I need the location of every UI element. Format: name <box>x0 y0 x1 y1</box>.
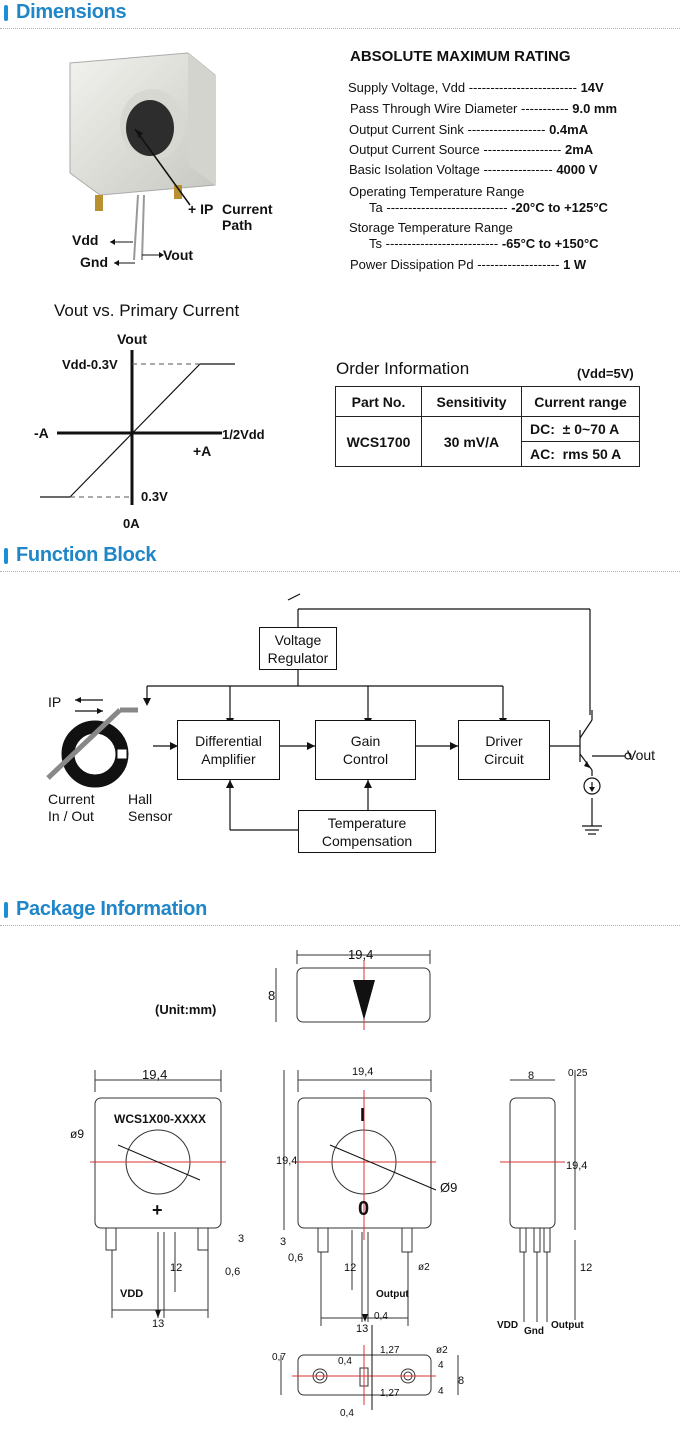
pkg-diameter-mid: Ø9 <box>440 1180 458 1195</box>
vout-output-label: Vout <box>627 747 656 763</box>
pkg-dim025: 0,25 <box>568 1068 588 1079</box>
ratings-title: ABSOLUTE MAXIMUM RATING <box>350 48 571 65</box>
sensor-photo <box>69 52 216 266</box>
ip-label: IP <box>48 694 62 710</box>
pkg-lead-length-side: 12 <box>580 1262 593 1274</box>
pkg-pin-diameter: ø2 <box>418 1262 430 1273</box>
vout-label: Vout <box>163 247 194 263</box>
rating-row: Supply Voltage, Vdd --------------------… <box>348 80 604 95</box>
pkg-vdd-label: VDD <box>120 1288 144 1300</box>
graph-vdd-label: Vdd-0.3V <box>62 357 118 372</box>
pkg-mark-o: 0 <box>358 1198 370 1220</box>
transfer-graph <box>40 350 235 505</box>
graph-vout-label: Vout <box>117 331 148 347</box>
pkg-dim3-left: 3 <box>238 1233 245 1245</box>
st-temp-row: Ts -------------------------- -65°C to +… <box>369 236 599 251</box>
st-temp-label: Storage Temperature Range <box>349 220 513 235</box>
section-header-dimensions: Dimensions <box>0 0 680 30</box>
order-vdd-note: (Vdd=5V) <box>577 366 634 381</box>
order-part: WCS1700 <box>335 416 422 467</box>
pkg-dim3-mid: 3 <box>280 1236 287 1248</box>
pkg-width-top: 19,4 <box>348 947 374 962</box>
section-header-package-information: Package Information <box>0 897 680 927</box>
pkg-height-mid: 19,4 <box>276 1155 298 1167</box>
pkg-side-gnd: Gnd <box>524 1326 544 1337</box>
graph-zero-label: 0A <box>123 516 140 531</box>
pkg-width-mid: 19,4 <box>352 1066 374 1078</box>
pkg-height-side: 19,4 <box>566 1160 588 1172</box>
graph-half-vdd: 1/2Vdd <box>222 427 265 442</box>
pkg-dim13-mid: 13 <box>356 1323 369 1335</box>
package-drawing <box>90 950 576 1410</box>
path-label: Path <box>222 217 253 233</box>
gnd-label: Gnd <box>80 254 108 270</box>
pkg-pin-diameter-bottom: ø2 <box>436 1345 448 1356</box>
order-header-range: Current range <box>521 386 640 417</box>
current-label: Current <box>222 201 273 217</box>
graph-min-label: 0.3V <box>141 489 168 504</box>
pkg-dim04-mid: 0,4 <box>374 1311 388 1322</box>
transfer-title: Vout vs. Primary Current <box>54 301 240 320</box>
pkg-depth-side: 8 <box>528 1070 535 1082</box>
op-temp-row: Ta ---------------------------- -20°C to… <box>369 200 608 215</box>
pkg-dim8-bottom: 8 <box>458 1375 465 1387</box>
pkg-dim4-a: 4 <box>438 1360 444 1371</box>
pkg-height-top: 8 <box>268 988 276 1003</box>
pkg-output-label: Output <box>376 1289 409 1300</box>
pkg-dim127-a: 1,27 <box>380 1345 400 1356</box>
rating-row: Pass Through Wire Diameter ----------- 9… <box>350 101 618 116</box>
order-sensitivity: 30 mV/A <box>421 416 522 467</box>
pkg-side-vdd: VDD <box>497 1320 519 1331</box>
pkg-dim06-mid: 0,6 <box>288 1252 304 1264</box>
unit-label: (Unit:mm) <box>155 1002 217 1017</box>
pkg-dim06-left: 0,6 <box>225 1266 241 1278</box>
rating-row: Basic Isolation Voltage ----------------… <box>349 162 598 177</box>
order-table: Part No. Sensitivity Current range WCS17… <box>335 386 640 467</box>
pkg-mark-plus: + <box>152 1200 163 1220</box>
pkg-marking: WCS1X00-XXXX <box>114 1112 207 1126</box>
pkg-lead-length-left: 12 <box>170 1262 183 1274</box>
power-row: Power Dissipation Pd -------------------… <box>350 257 587 272</box>
section-marker <box>4 5 8 21</box>
section-title: Package Information <box>16 898 208 920</box>
graph-neg-a: -A <box>34 425 49 441</box>
pkg-diameter-left: ø9 <box>70 1127 85 1141</box>
op-temp-label: Operating Temperature Range <box>349 184 525 199</box>
order-header-part: Part No. <box>335 386 422 417</box>
rating-row: Output Current Sink ------------------ 0… <box>349 122 589 137</box>
graph-pos-a: +A <box>193 443 212 459</box>
pkg-dim04-bottom-v: 0,4 <box>338 1356 352 1367</box>
section-title: Function Block <box>16 544 157 566</box>
pkg-dim04-bottom: 0,4 <box>340 1408 354 1419</box>
pkg-width-left: 19,4 <box>142 1067 168 1082</box>
section-title: Dimensions <box>16 1 127 23</box>
order-dc: DC: ± 0~70 A <box>521 416 640 442</box>
order-title: Order Information <box>336 359 470 378</box>
pkg-dim127-b: 1,27 <box>380 1388 400 1399</box>
rating-row: Output Current Source ------------------… <box>349 142 594 157</box>
pkg-side-output: Output <box>551 1320 584 1331</box>
pkg-lead-length-mid: 12 <box>344 1262 357 1274</box>
vdd-label: Vdd <box>72 232 99 248</box>
pkg-dim13-left: 13 <box>152 1318 165 1330</box>
order-header-sensitivity: Sensitivity <box>421 386 522 417</box>
pkg-dim4-b: 4 <box>438 1386 444 1397</box>
order-ac: AC: rms 50 A <box>521 441 640 467</box>
pkg-dim07: 0,7 <box>272 1352 286 1363</box>
pkg-mark-i: I <box>360 1105 366 1125</box>
ip-label: + IP <box>188 201 214 217</box>
section-header-function-block: Function Block <box>0 543 680 573</box>
